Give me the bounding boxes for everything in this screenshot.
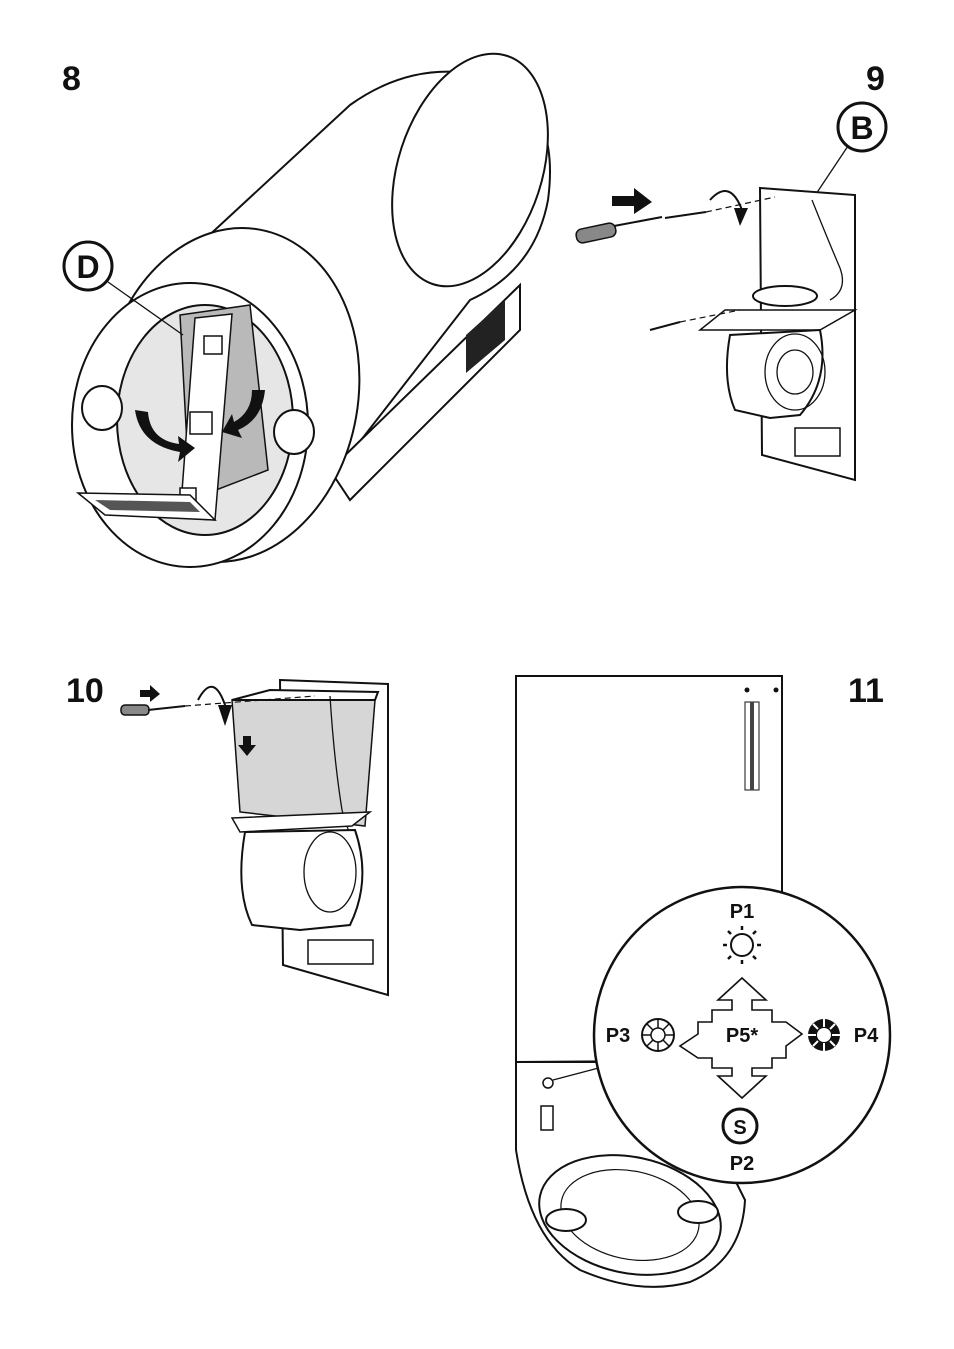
rotate-arrow-icon-2 — [198, 687, 226, 708]
step-9-number: 9 — [866, 60, 885, 98]
fan-speed-down-icon[interactable] — [642, 1019, 674, 1051]
connector-socket — [190, 412, 212, 434]
capacitor-box — [795, 428, 840, 456]
push-arrow-icon — [612, 188, 652, 214]
step-11-illustration: 11 P1 — [516, 672, 890, 1291]
step-10-illustration: 10 — [66, 672, 388, 995]
step-11-number: 11 — [848, 672, 884, 710]
callout-b-label: B — [850, 110, 873, 146]
step-8-number: 8 — [62, 60, 81, 98]
screwdriver-icon — [575, 217, 662, 244]
p4-label: P4 — [854, 1025, 879, 1047]
cover-box-front — [232, 700, 375, 826]
right-lamp — [274, 410, 314, 454]
screwdriver-icon-2 — [121, 705, 185, 715]
s-symbol-label: S — [733, 1117, 746, 1139]
chimney-vent-slots — [745, 702, 759, 790]
p2-label: P2 — [730, 1153, 754, 1175]
push-arrow-icon-2 — [140, 685, 160, 702]
step-10-number: 10 — [66, 672, 104, 710]
fan-speed-up-icon[interactable] — [808, 1019, 840, 1051]
callout-d-label: D — [76, 249, 99, 285]
outlet-collar — [753, 286, 817, 306]
canopy-lamp-left — [546, 1209, 586, 1231]
p1-label: P1 — [730, 901, 754, 923]
p3-label: P3 — [606, 1025, 630, 1047]
screw-lower — [650, 322, 680, 330]
canopy-lamp-right — [678, 1201, 718, 1223]
blower-housing-2 — [241, 830, 362, 930]
left-lamp — [82, 386, 122, 430]
p5-label[interactable]: P5* — [726, 1025, 758, 1047]
control-slot — [541, 1106, 553, 1130]
step-8-illustration: 8 D — [62, 34, 576, 583]
switch-block — [204, 336, 222, 354]
standby-icon[interactable]: S — [723, 1109, 757, 1143]
capacitor-box-2 — [308, 940, 373, 964]
control-knob — [543, 1078, 553, 1088]
screw-upper — [665, 212, 706, 218]
cover-box-top — [232, 690, 378, 700]
step-9-illustration: 9 B — [575, 60, 886, 480]
